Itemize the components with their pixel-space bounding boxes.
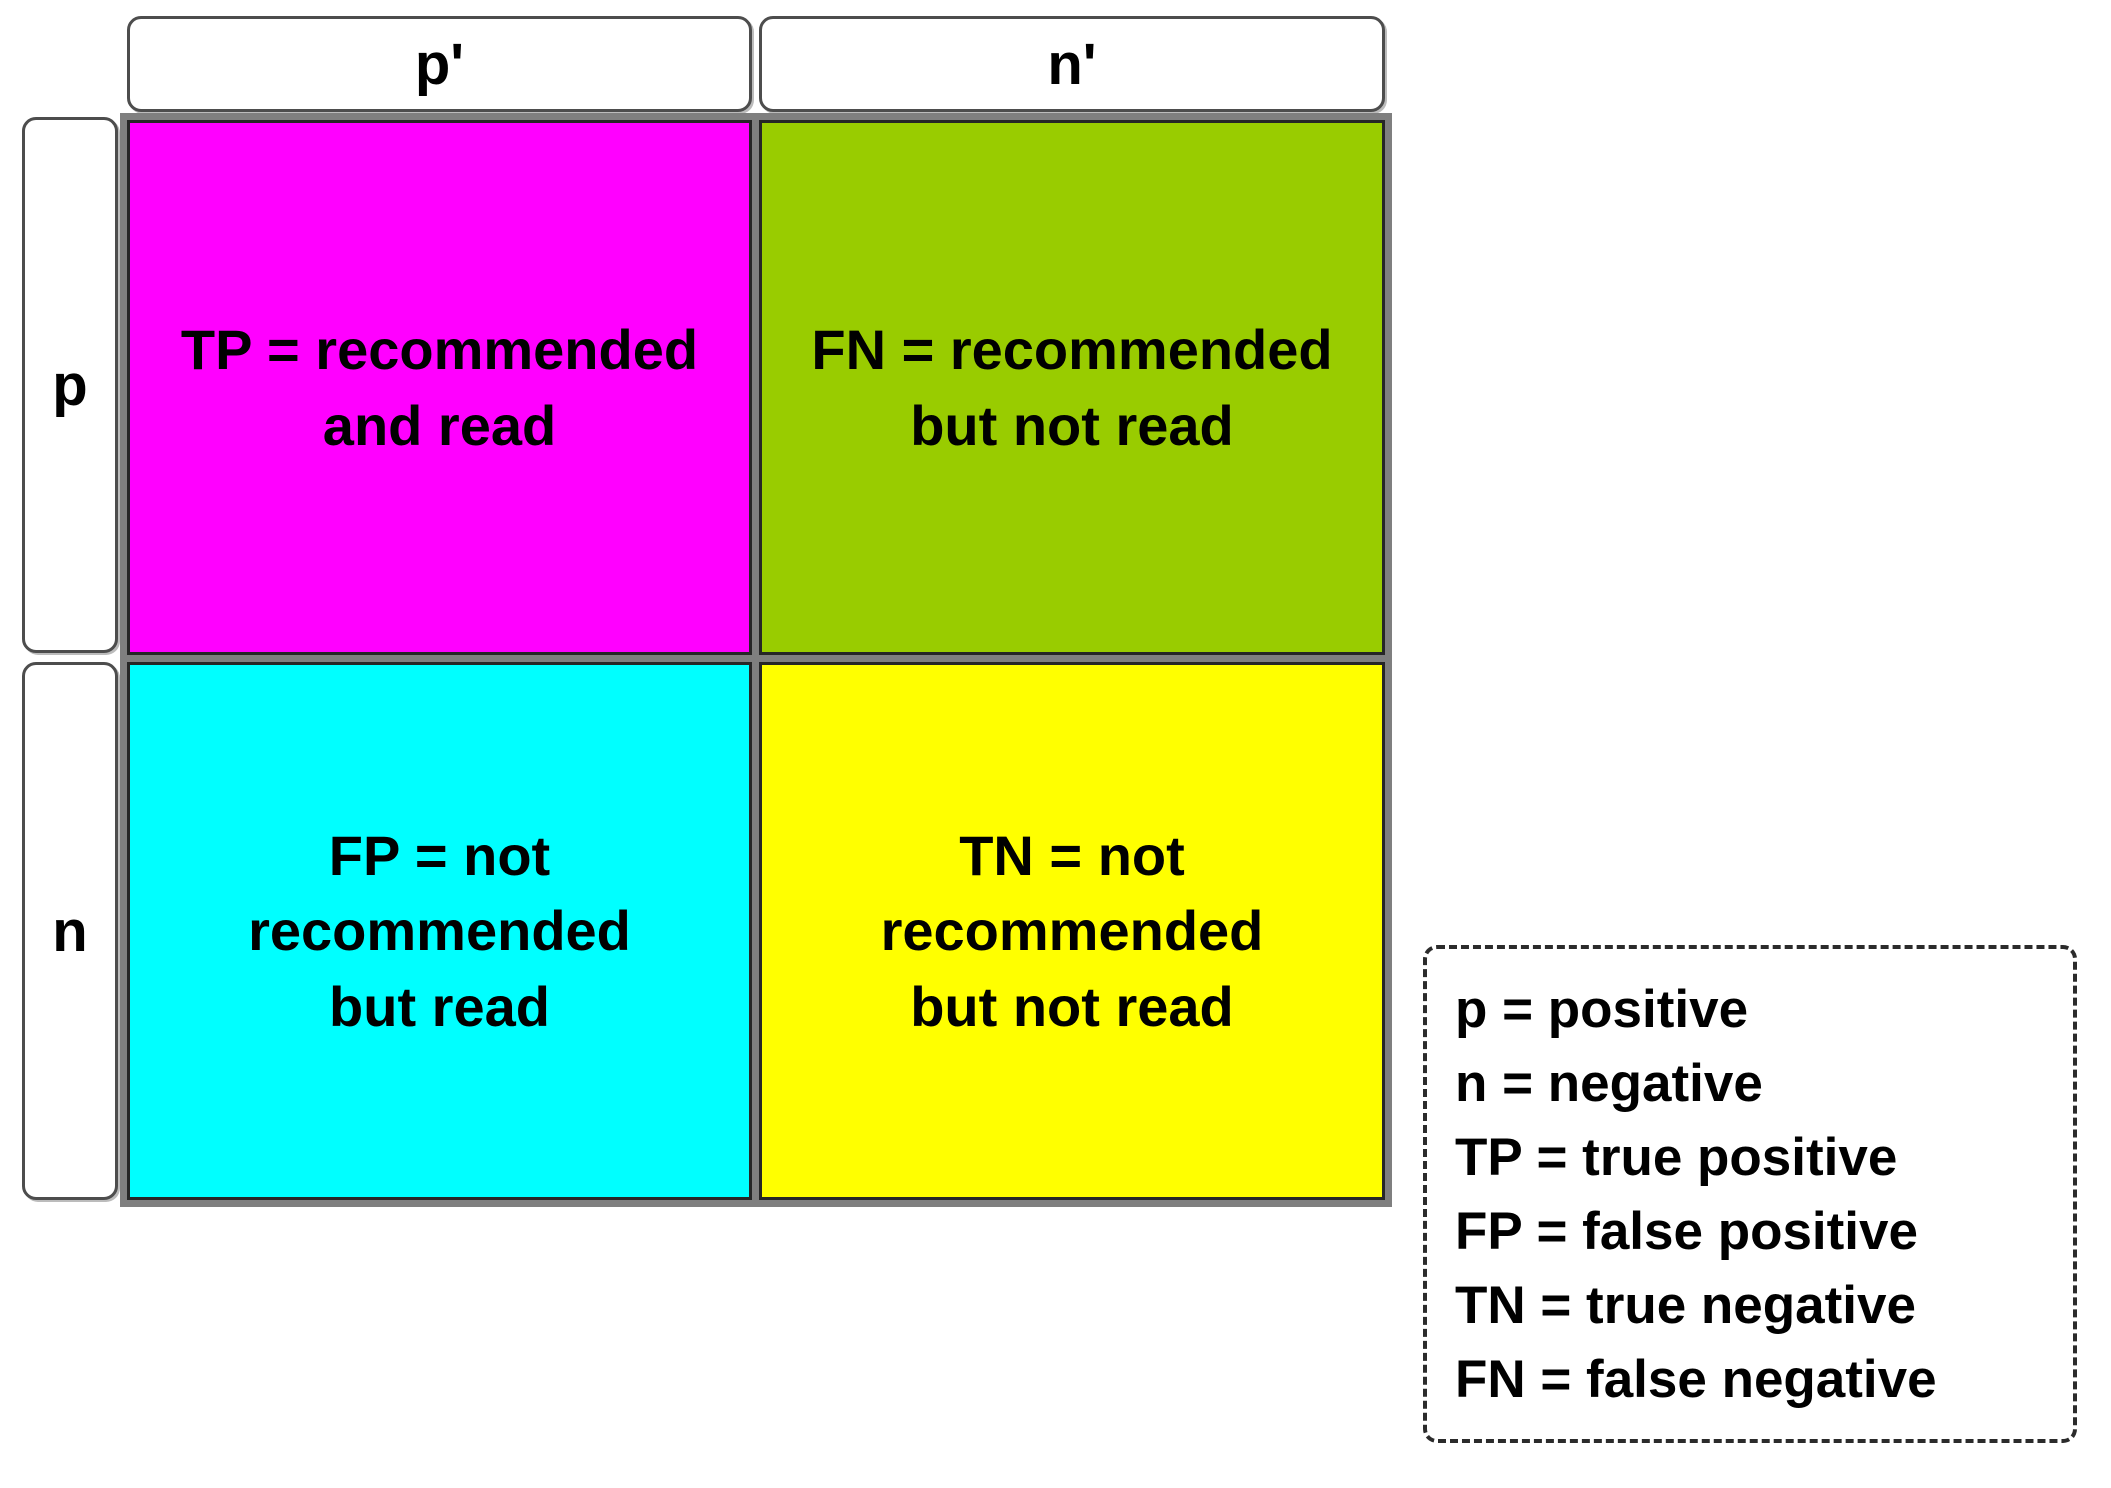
- column-header-p-prime: p': [127, 16, 752, 112]
- row-header-p: p: [22, 117, 118, 653]
- row-header-n-label: n: [52, 898, 88, 964]
- legend-item-fn: FN = false negative: [1455, 1350, 1937, 1409]
- row-header-p-label: p: [52, 352, 88, 418]
- legend-item-n: n = negative: [1455, 1054, 1763, 1113]
- column-header-n-prime: n': [759, 16, 1385, 112]
- cell-true-negative: TN = not recommended but not read: [759, 662, 1385, 1200]
- cell-false-positive: FP = not recommended but read: [127, 662, 752, 1200]
- matrix-grid: TP = recommended and read FN = recommend…: [120, 113, 1392, 1207]
- legend-item-p: p = positive: [1455, 980, 1749, 1039]
- column-header-n-prime-label: n': [1047, 31, 1097, 97]
- legend-item-tn: TN = true negative: [1455, 1276, 1916, 1335]
- column-header-p-prime-label: p': [414, 31, 465, 97]
- cell-true-positive: TP = recommended and read: [127, 120, 752, 655]
- legend-box: p = positive n = negative TP = true posi…: [1423, 945, 2077, 1443]
- legend-item-tp: TP = true positive: [1455, 1128, 1898, 1187]
- row-header-n: n: [22, 662, 118, 1200]
- legend-item-fp: FP = false positive: [1455, 1202, 1918, 1261]
- cell-false-negative: FN = recommended but not read: [759, 120, 1385, 655]
